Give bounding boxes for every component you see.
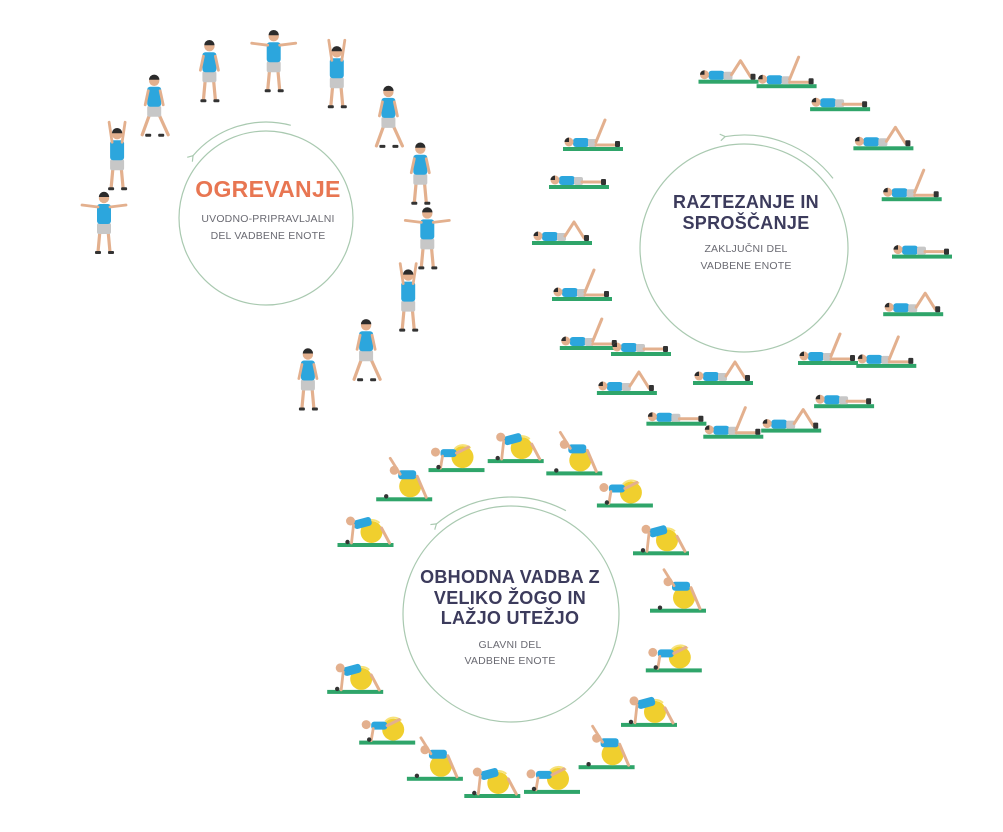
stretch-exercise-figure [856,335,917,368]
warmup-exercise-figure [409,142,431,205]
warmup-circuit [80,30,451,411]
main-exercise-figure [596,479,653,508]
stretch-direction-arrow [719,133,834,179]
warmup-exercise-figure [250,30,298,93]
main-exercise-figure [487,432,544,464]
main-exercise-figure [376,456,433,502]
stretch-exercise-figure [814,394,875,409]
stretch-exercise-figure [703,406,764,439]
stretch-subtitle: ZAKLJUČNI DEL VADBENE ENOTE [646,241,846,274]
stretch-title: RAZTEZANJE IN SPROŠČANJE [646,192,846,233]
stretch-exercise-figure [549,175,609,189]
main-exercise-figure [359,716,416,745]
main-title-line-2: VELIKO ŽOGO IN [433,587,587,608]
main-exercise-figure [633,524,689,556]
main-label: OBHODNA VADBA Z VELIKO ŽOGO IN LAŽJO UTE… [410,567,610,670]
main-exercise-figure [621,696,677,727]
warmup-exercise-figure [107,120,128,191]
warmup-exercise-figure [403,207,451,270]
main-subtitle: GLAVNI DEL VADBENE ENOTE [410,637,610,670]
main-title-line-1: OBHODNA VADBA Z [420,567,600,587]
main-exercise-figure [578,724,635,770]
warmup-exercise-figure [80,191,128,254]
main-title-line-3: LAŽJO UTEŽJO [440,608,580,629]
stretch-exercise-figure [756,55,817,89]
main-exercise-figure [546,430,603,476]
main-exercise-figure [464,767,521,798]
warmup-subtitle: UVODNO-PRIPRAVLJALNI DEL VADBENE ENOTE [168,211,368,244]
main-exercise-figure [428,444,485,473]
stretch-exercise-figure [883,291,944,317]
warmup-subtitle-line-2: DEL VADBENE ENOTE [210,229,326,242]
main-subtitle-line-1: GLAVNI DEL [478,639,542,652]
stretch-exercise-figure [532,220,592,245]
stretch-exercise-figure [892,245,952,259]
stretch-title-line-1: RAZTEZANJE IN [673,192,819,212]
main-exercise-figure [337,516,394,547]
stretch-label: RAZTEZANJE IN SPROŠČANJE ZAKLJUČNI DEL V… [646,192,846,274]
main-direction-arrow [430,496,567,530]
stretch-exercise-figure [761,408,822,433]
main-title: OBHODNA VADBA Z VELIKO ŽOGO IN LAŽJO UTE… [410,567,610,629]
warmup-exercise-figure [374,85,404,148]
stretch-exercise-figure [559,317,620,350]
stretch-title-line-2: SPROŠČANJE [682,212,810,233]
warmup-exercise-figure [198,40,220,103]
warmup-exercise-figure [140,74,170,137]
main-exercise-figure [645,644,702,673]
warmup-exercise-figure [327,38,347,109]
warmup-direction-arrow [187,121,291,162]
stretch-subtitle-line-1: ZAKLJUČNI DEL [704,243,788,256]
main-exercise-figure [406,736,463,781]
stretch-exercise-figure [563,118,623,151]
main-subtitle-line-2: VADBENE ENOTE [464,655,556,668]
main-exercise-figure [524,765,580,794]
main-circuit [327,430,706,798]
warmup-exercise-figure [398,262,419,332]
stretch-subtitle-line-2: VADBENE ENOTE [700,259,792,272]
stretch-exercise-figure [798,332,858,365]
stretch-exercise-figure [611,342,671,356]
warmup-label: OGREVANJE UVODNO-PRIPRAVLJALNI DEL VADBE… [168,176,368,244]
warmup-title: OGREVANJE [195,176,341,202]
stretch-exercise-figure [881,168,942,202]
warmup-subtitle-line-1: UVODNO-PRIPRAVLJALNI [201,213,335,226]
stretch-exercise-figure [698,59,759,84]
main-exercise-figure [327,663,384,694]
stretch-exercise-figure [646,412,707,426]
stretch-exercise-figure [552,268,612,301]
stretch-exercise-figure [693,360,753,385]
warmup-ring [178,130,354,306]
stretch-circuit [559,55,952,439]
warmup-exercise-figure [297,348,319,411]
stretch-exercise-figure [596,370,657,395]
main-ring [402,505,620,723]
stretch-exercise-figure [810,97,871,112]
stretch-ring [639,143,849,353]
warmup-exercise-figure [352,319,382,382]
main-exercise-figure [650,568,706,613]
stretch-exercise-figure [853,125,914,151]
